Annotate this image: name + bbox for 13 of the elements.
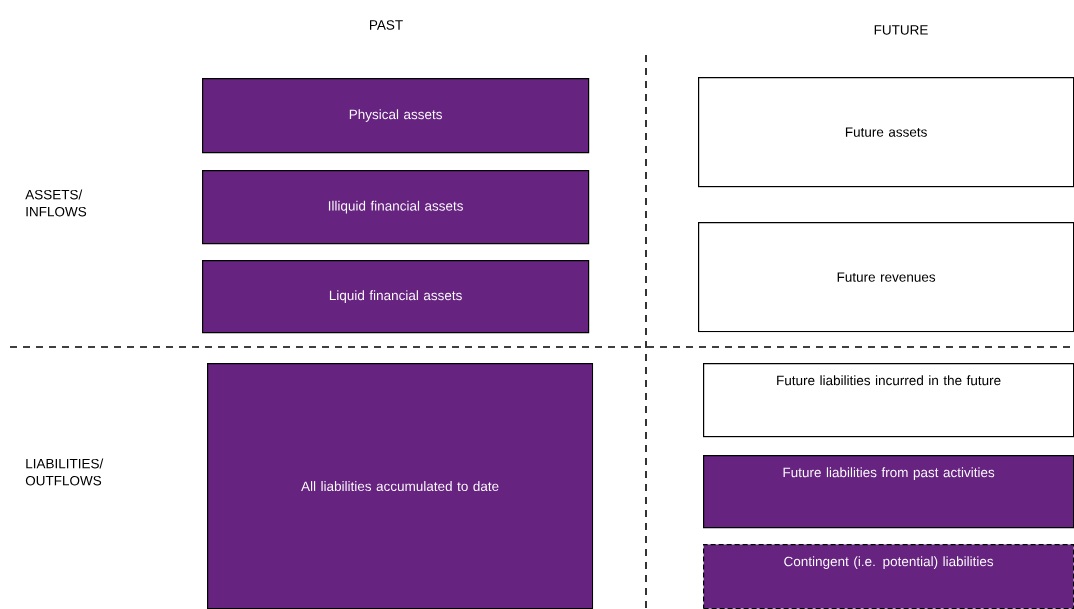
outlined-box: Future liabilities incurred in the future (703, 363, 1074, 438)
filled-box: Liquid financial assets (202, 260, 590, 334)
filled-box: All liabilities accumulated to date (207, 363, 594, 609)
column-heading: PAST (370, 20, 403, 30)
column-heading: FUTURE (874, 25, 928, 35)
row-label: LIABILITIES/ OUTFLOWS (25, 458, 104, 486)
row-label: ASSETS/ INFLOWS (25, 189, 87, 217)
dashed-box: Contingent (i.e. potential) liabilities (703, 544, 1074, 609)
filled-box: Physical assets (202, 78, 590, 154)
outlined-box: Future assets (698, 77, 1074, 188)
filled-box: Future liabilities from past activities (703, 454, 1074, 529)
filled-box: Illiquid financial assets (202, 170, 590, 245)
outlined-box: Future revenues (698, 222, 1074, 333)
